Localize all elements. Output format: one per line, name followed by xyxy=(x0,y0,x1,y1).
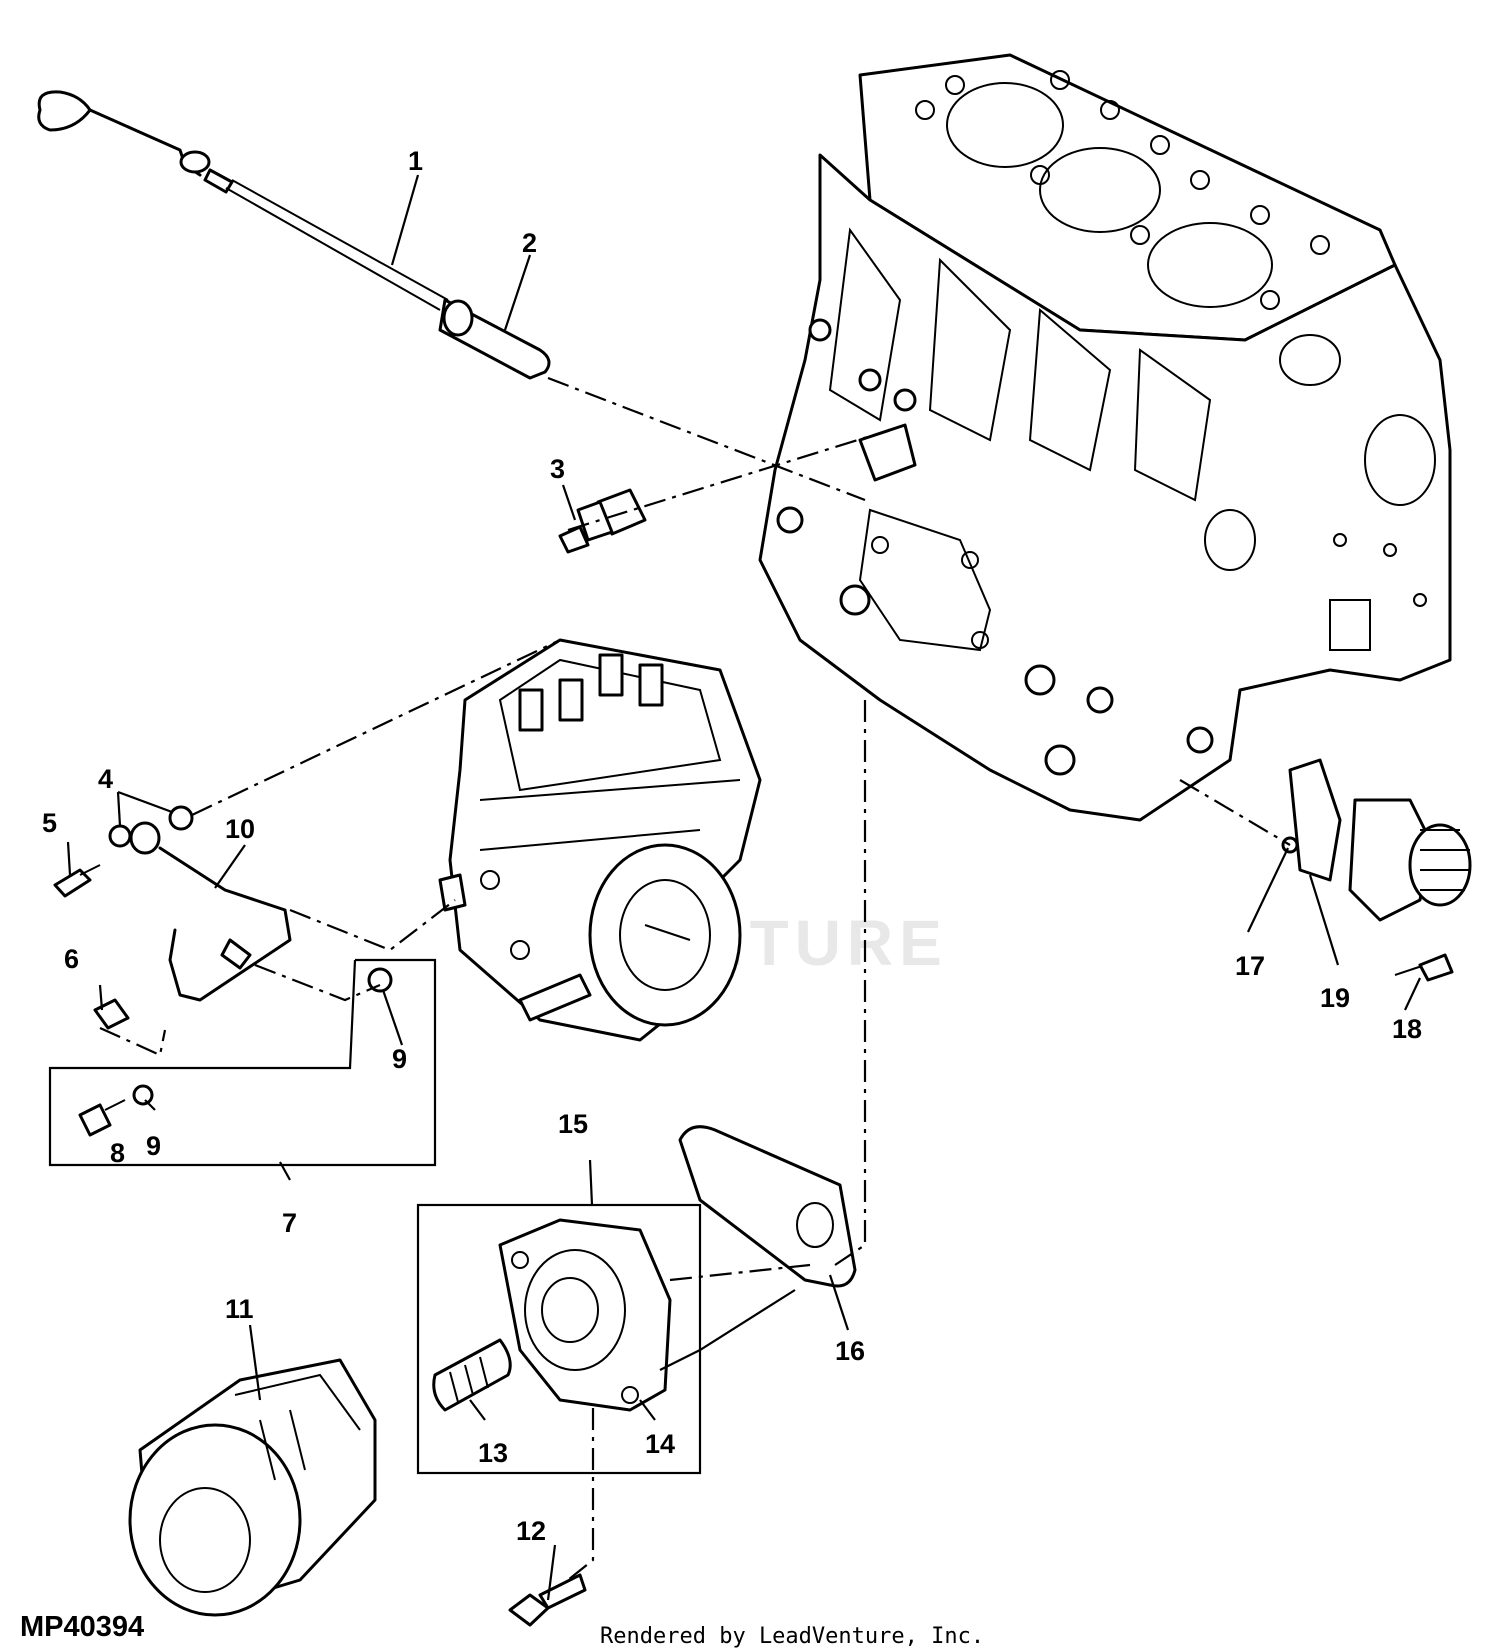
callout-9b: 9 xyxy=(146,1131,161,1161)
callout-8: 8 xyxy=(110,1138,125,1168)
callout-6: 6 xyxy=(64,944,79,974)
figure-id: MP40394 xyxy=(20,1611,144,1643)
engine-block xyxy=(758,53,1452,822)
oil-line-assembly xyxy=(53,805,393,1137)
callout-16: 16 xyxy=(835,1336,865,1366)
cap-screw-12 xyxy=(508,1573,587,1627)
callout-11: 11 xyxy=(225,1294,254,1324)
callout-15: 15 xyxy=(558,1109,588,1139)
callout-13: 13 xyxy=(478,1438,508,1468)
filter-base-gasket xyxy=(678,1125,857,1288)
callout-17: 17 xyxy=(1235,951,1265,981)
oil-pump xyxy=(1281,758,1472,982)
relief-spring xyxy=(432,1338,512,1412)
group-box-15 xyxy=(416,1203,702,1475)
callout-4: 4 xyxy=(98,764,113,794)
injection-pump xyxy=(438,638,762,1042)
dipstick xyxy=(37,90,449,311)
callout-19: 19 xyxy=(1320,983,1350,1013)
callout-3: 3 xyxy=(550,454,565,484)
oil-filter xyxy=(128,1358,377,1617)
callout-2: 2 xyxy=(522,228,537,258)
callout-9a: 9 xyxy=(392,1044,407,1074)
callout-12: 12 xyxy=(516,1516,546,1546)
phantom-lines xyxy=(99,376,1291,1581)
filter-base xyxy=(498,1218,672,1412)
callout-14: 14 xyxy=(645,1429,675,1459)
callout-18: 18 xyxy=(1392,1014,1422,1044)
credit-text: Rendered by LeadVenture, Inc. xyxy=(600,1624,984,1649)
dipstick-tube xyxy=(438,298,551,380)
oil-pressure-switch xyxy=(558,488,647,554)
callout-5: 5 xyxy=(42,808,57,838)
callout-1: 1 xyxy=(408,146,423,176)
callout-10: 10 xyxy=(225,814,255,844)
callout-7: 7 xyxy=(282,1208,297,1238)
group-box-7 xyxy=(48,958,437,1167)
